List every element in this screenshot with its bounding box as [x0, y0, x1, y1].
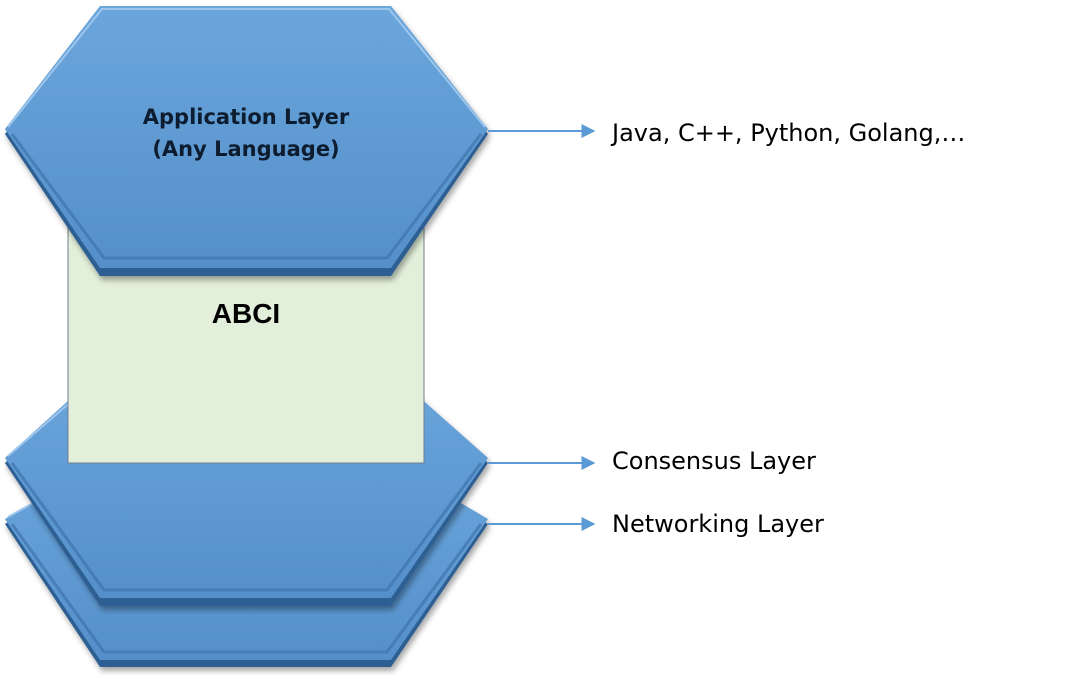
consensus-layer-label: Consensus Layer [612, 447, 816, 475]
application-layer-title: Application Layer [143, 105, 350, 129]
networking-layer-label: Networking Layer [612, 510, 824, 538]
abci-label: ABCI [212, 298, 280, 329]
application-layer-subtitle: (Any Language) [152, 137, 339, 161]
languages-label: Java, C++, Python, Golang,… [610, 119, 965, 147]
application-layer-hexagon: Application Layer (Any Language) [5, 6, 488, 276]
